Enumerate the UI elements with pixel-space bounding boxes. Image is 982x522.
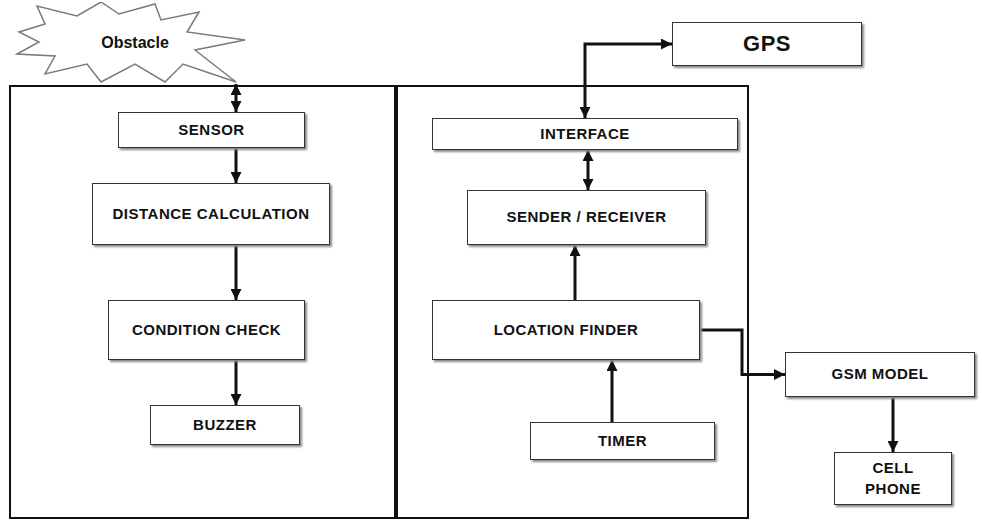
node-label: Obstacle	[101, 32, 169, 54]
output-box: BUZZER	[150, 405, 300, 445]
decision-box: CONDITION CHECK	[108, 300, 305, 360]
flow-arrow	[700, 330, 785, 375]
node-label: SENDER / RECEIVER	[506, 207, 666, 227]
flow-arrow	[235, 84, 238, 112]
flow-arrow	[235, 148, 238, 183]
panel-outline	[10, 86, 748, 518]
node-label: SENSOR	[178, 120, 244, 140]
node-label: GSM MODEL	[832, 364, 929, 384]
panel-divider	[394, 86, 398, 518]
module-box: GSM MODEL	[785, 352, 975, 397]
node-label: LOCATION FINDER	[494, 320, 639, 340]
node-label: CONDITION CHECK	[132, 320, 281, 340]
process-box: TIMER	[530, 422, 715, 460]
flow-arrow	[235, 360, 238, 405]
node-label: TIMER	[598, 431, 647, 451]
process-box: INTERFACE	[432, 118, 738, 150]
flow-arrow	[611, 360, 614, 422]
process-box: DISTANCE CALCULATION	[92, 183, 330, 245]
process-box: SENSOR	[118, 112, 305, 148]
node-label: GPS	[743, 29, 791, 59]
flow-arrow	[587, 150, 590, 190]
process-box: SENDER / RECEIVER	[467, 190, 706, 245]
node-label: BUZZER	[193, 415, 257, 435]
flow-arrow	[235, 245, 238, 300]
flow-arrow	[892, 397, 895, 452]
node-label: DISTANCE CALCULATION	[113, 204, 310, 224]
flow-arrow	[585, 44, 672, 118]
obstacle-burst: Obstacle	[15, 2, 255, 84]
flow-arrow	[574, 245, 577, 300]
module-box: GPS	[672, 22, 862, 66]
device-box: CELL PHONE	[834, 452, 952, 505]
node-label: INTERFACE	[540, 124, 630, 144]
process-box: LOCATION FINDER	[432, 300, 700, 360]
node-label: CELL PHONE	[843, 458, 943, 499]
